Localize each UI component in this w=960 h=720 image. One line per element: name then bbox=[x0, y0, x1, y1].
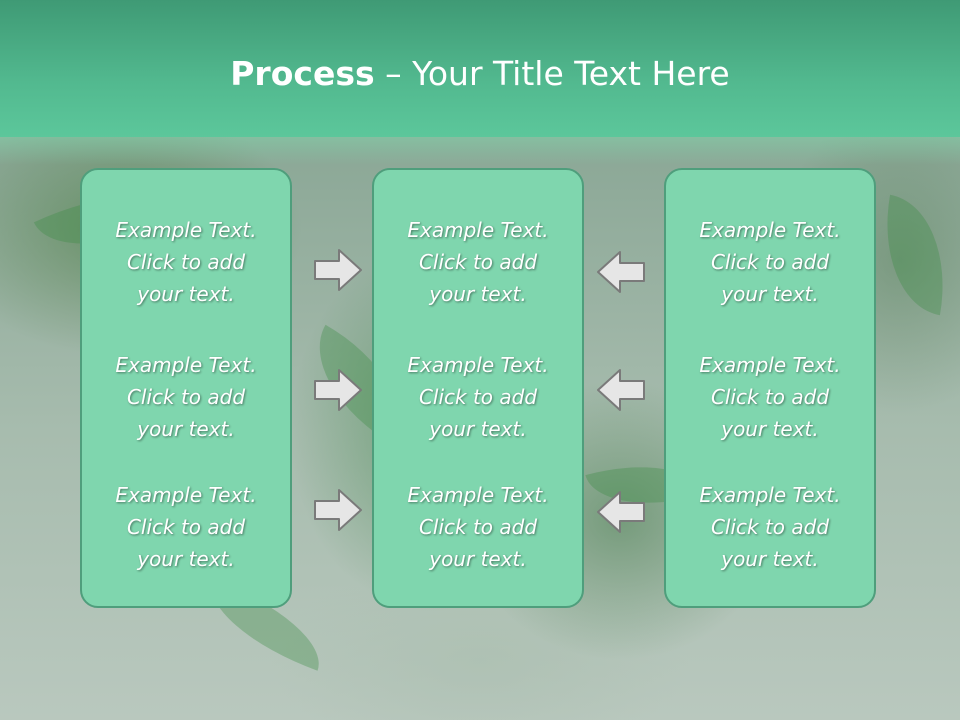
placeholder-text[interactable]: Example Text. Click to add your text. bbox=[407, 218, 549, 306]
arrow-left-icon[interactable] bbox=[596, 368, 646, 412]
placeholder-text[interactable]: Example Text. Click to add your text. bbox=[115, 218, 257, 306]
arrow-left-icon[interactable] bbox=[596, 490, 646, 534]
arrow-right-icon[interactable] bbox=[313, 368, 363, 412]
arrow-right-icon[interactable] bbox=[313, 488, 363, 532]
title-bold-word: Process bbox=[230, 54, 375, 93]
arrow-right-icon[interactable] bbox=[313, 248, 363, 292]
arrow-left-icon[interactable] bbox=[596, 250, 646, 294]
background-leaf bbox=[870, 194, 960, 316]
placeholder-text[interactable]: Example Text. Click to add your text. bbox=[407, 353, 549, 441]
process-box-left[interactable]: Example Text. Click to add your text. Ex… bbox=[80, 168, 292, 608]
title-text: – Your Title Text Here bbox=[374, 54, 730, 93]
placeholder-text[interactable]: Example Text. Click to add your text. bbox=[407, 483, 549, 571]
title-bar bbox=[0, 0, 960, 137]
process-box-right[interactable]: Example Text. Click to add your text. Ex… bbox=[664, 168, 876, 608]
process-box-center[interactable]: Example Text. Click to add your text. Ex… bbox=[372, 168, 584, 608]
placeholder-text[interactable]: Example Text. Click to add your text. bbox=[699, 353, 841, 441]
placeholder-text[interactable]: Example Text. Click to add your text. bbox=[115, 483, 257, 571]
placeholder-text[interactable]: Example Text. Click to add your text. bbox=[699, 483, 841, 571]
placeholder-text[interactable]: Example Text. Click to add your text. bbox=[115, 353, 257, 441]
slide-title[interactable]: Process – Your Title Text Here bbox=[0, 48, 960, 100]
title-bar-glow bbox=[0, 137, 960, 165]
placeholder-text[interactable]: Example Text. Click to add your text. bbox=[699, 218, 841, 306]
